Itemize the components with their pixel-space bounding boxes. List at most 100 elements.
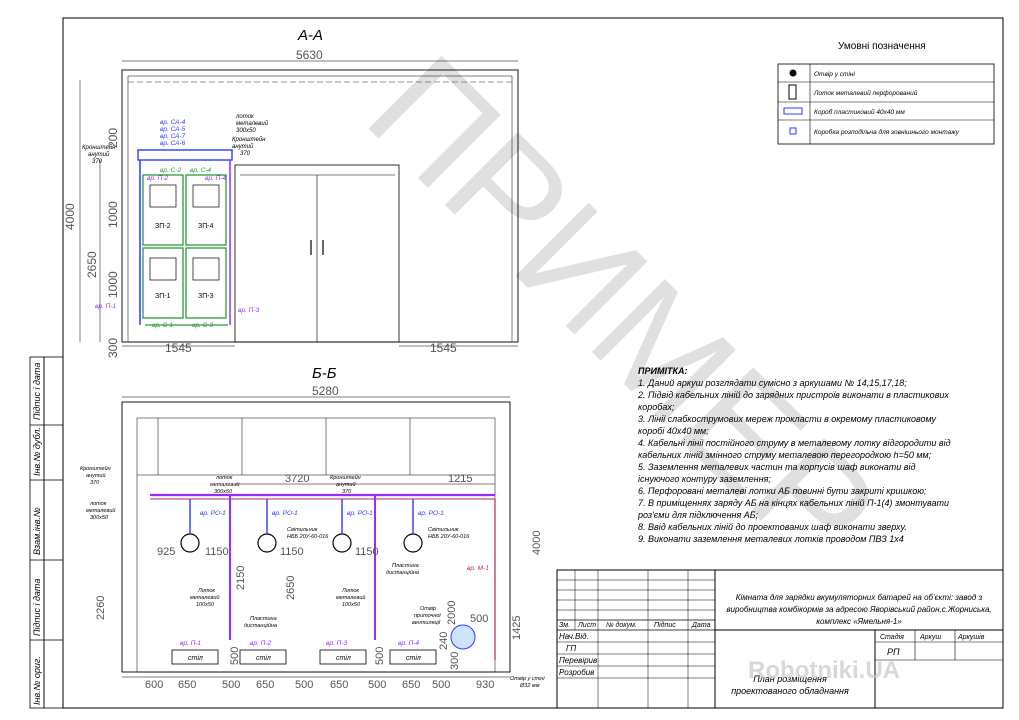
- section-bb-title: Б-Б: [312, 365, 337, 382]
- bb-dim-2260: 2260: [95, 596, 107, 620]
- aa-bracket-l-2: анутий: [88, 151, 110, 158]
- bb-dim-240: 240: [438, 632, 450, 650]
- p4-label: вр. П-4: [205, 175, 226, 182]
- ca5-label: вр. СА-5: [160, 126, 186, 133]
- bb-bracket1-3: 370: [90, 480, 100, 486]
- bb-dim-500c: 500: [374, 647, 386, 665]
- lamp1-label-2: НББ 20У-60-016: [287, 534, 329, 540]
- bb-bracket2-1: Кронштейн: [330, 474, 361, 481]
- tray-v2-2: металевий: [336, 594, 365, 601]
- bb-dim-4000: 4000: [531, 531, 543, 555]
- c2-label: вр. С-2: [160, 167, 181, 174]
- plastic-duct-icon: [783, 107, 803, 115]
- tb-project-line-2: виробництва комбікормів за адресою Яворі…: [726, 605, 991, 614]
- bb-dim-500: 500: [470, 613, 488, 625]
- hole-note-2: Ø32 мм: [519, 683, 540, 689]
- lamp-3: [332, 533, 352, 553]
- notes-title: ПРИМІТКА:: [638, 366, 687, 376]
- notes: ПРИМІТКА: 1. Даний аркуш розглядати сумі…: [637, 366, 951, 544]
- note-line-1: 1. Даний аркуш розглядати сумісно з арку…: [638, 378, 907, 388]
- aa-bracket-r-2: анутий: [232, 143, 254, 150]
- bench-label-2: стіл: [256, 654, 271, 662]
- tb-drawing-title-1: План розміщення: [753, 674, 827, 684]
- legend-item-2: Лоток металевий перфорований: [813, 89, 918, 97]
- plinth2-1: Пластина: [392, 563, 419, 569]
- tb-role-2: ГП: [566, 644, 576, 653]
- hole-note-1: Отвір у стіні: [510, 676, 545, 682]
- p1-label: вр. П-1: [95, 303, 116, 310]
- tb-sheet-label: Аркуш: [919, 634, 941, 641]
- cabinet-zp3: [185, 247, 227, 319]
- note-line-13: 8. Ввід кабельних ліній до проектованих …: [638, 522, 907, 532]
- p3-label: вр. П-3: [238, 307, 259, 314]
- note-line-8: 5. Заземлення металевих частин та корпус…: [638, 462, 915, 472]
- bb-dim-1215: 1215: [448, 473, 472, 485]
- benches: [171, 649, 437, 665]
- bb-tray-top-2: металевий: [210, 481, 239, 488]
- bb-dim-500b: 500: [229, 647, 241, 665]
- aa-bracket-l-1: Кронштейн: [82, 144, 116, 151]
- bb-bottom-dim-8: 650: [402, 679, 420, 691]
- lamp-1: [180, 533, 200, 553]
- lamp-2: [257, 533, 277, 553]
- zp4-label: ЗП-4: [198, 223, 214, 230]
- bb-tray-left-1: лоток: [89, 501, 107, 507]
- title-block: Зм. Лист № докум. Підпис Дата Нач.Від. Г…: [556, 569, 1004, 709]
- tb-stage-value: РП: [887, 647, 900, 657]
- cabinet-zp2: [142, 174, 184, 246]
- tb-role-4: Розробив: [559, 668, 594, 677]
- aa-dim-right: 1545: [430, 341, 457, 355]
- aa-dim-left: 1545: [165, 341, 192, 355]
- tray-v1-3: 100х50: [196, 602, 215, 608]
- bb-dim-3720: 3720: [285, 473, 309, 485]
- lamp2-label-1: Світильник: [428, 527, 459, 533]
- p2-label: вр. П-2: [147, 175, 168, 182]
- ro1b-label: вр. РО-1: [272, 510, 298, 517]
- cabinet-zp4: [185, 174, 227, 246]
- note-line-2: 2. Підвід кабельних ліній до зарядних пр…: [637, 390, 949, 400]
- bb-tray-left-2: металевий: [86, 507, 115, 514]
- dot-icon: [789, 69, 797, 77]
- bb-bottom-dim-6: 650: [330, 679, 348, 691]
- bb-tray-left-3: 300х50: [90, 515, 109, 521]
- legend: Умовні позначення Отвір у стіні Лоток ме…: [777, 41, 995, 145]
- aa-dim-height: 4000: [63, 203, 77, 230]
- ca4-label: вр. СА-4: [160, 119, 186, 126]
- tray-v2-3: 100х50: [342, 602, 361, 608]
- aa-tray-note-2: металевий: [236, 120, 269, 127]
- tb-header-3: № докум.: [606, 621, 637, 629]
- zp1-label: ЗП-1: [155, 293, 171, 300]
- tb-header-4: Підпис: [654, 621, 676, 629]
- tray-v2-1: Лоток: [341, 588, 359, 594]
- bb-bottom-dim-2: 650: [178, 679, 196, 691]
- note-line-6: 4. Кабельні лінії постійного струму в ме…: [638, 438, 951, 448]
- aa-bracket-r-1: Кронштейн: [232, 136, 266, 143]
- vent-3: вентиляції: [412, 620, 441, 626]
- bb-tray-top-3: 300х50: [214, 489, 233, 495]
- aa-metal-tray: [137, 149, 233, 161]
- tb-sheets-label: Аркушів: [957, 633, 985, 641]
- bb-bottom-dim-9: 500: [432, 679, 450, 691]
- bb-bracket2-3: 370: [342, 489, 352, 495]
- bb-bracket1-1: Кронштейн: [80, 465, 111, 472]
- ca6-label: вр. СА-6: [160, 140, 186, 147]
- stamp-cell-4: Підпис і дата: [32, 579, 42, 636]
- bb-dim-1150c: 1150: [355, 546, 379, 558]
- bb-bracket1-2: анутий: [86, 472, 106, 479]
- bench-label-3: стіл: [336, 654, 351, 662]
- aa-dim-300: 300: [106, 338, 120, 358]
- ro1a-label: вр. РО-1: [200, 510, 226, 517]
- bench-label-1: стіл: [188, 654, 203, 662]
- tb-project-line-3: комплекс «Ямельня-1»: [816, 617, 902, 626]
- note-line-12: роз'єми для підключення АБ;: [637, 510, 759, 520]
- side-stamp: Підпис і дата Інв.№ дубл. Взам.інв.№ Під…: [29, 356, 64, 709]
- lamp2-label-2: НББ 20У-60-016: [428, 534, 470, 540]
- aa-dim-1000a: 1000: [106, 201, 120, 228]
- bb-tray-top-1: лоток: [215, 475, 233, 481]
- bb-bottom-dim-1: 600: [145, 679, 163, 691]
- c4-label: вр. С-4: [190, 167, 211, 174]
- bb-p1-label: вр. П-1: [180, 640, 201, 647]
- bb-dim-925: 925: [157, 546, 175, 558]
- ca7-label: вр. СА-7: [160, 133, 186, 140]
